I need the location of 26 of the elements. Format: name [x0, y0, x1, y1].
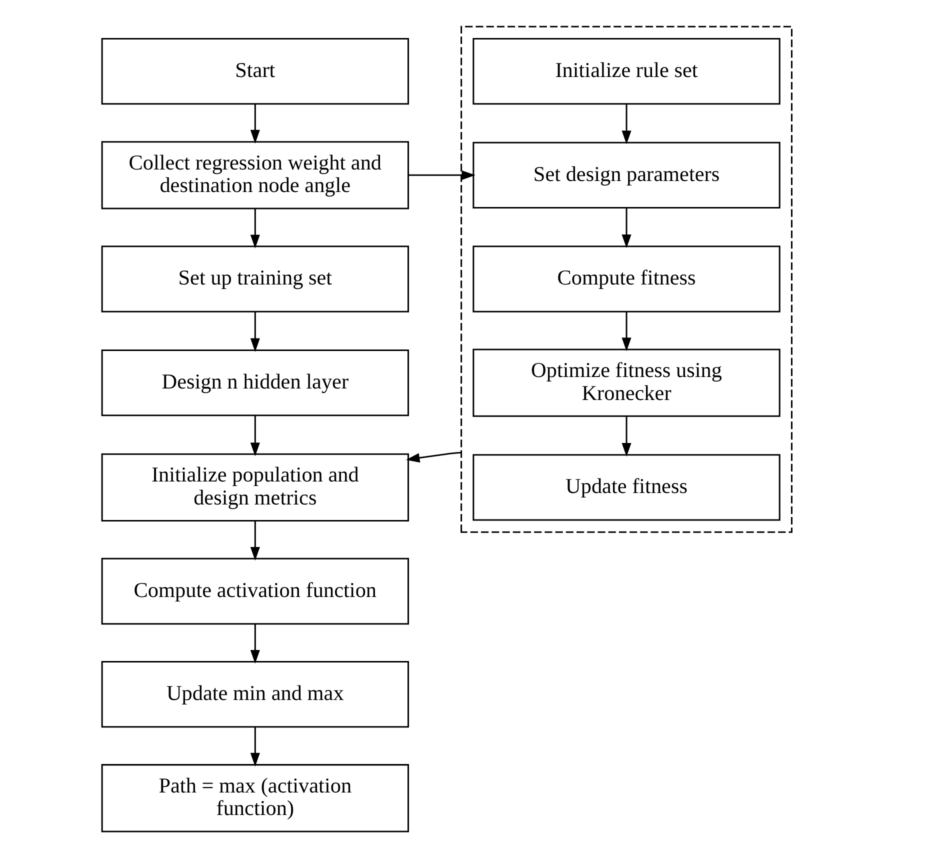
arrow: [622, 208, 632, 248]
arrow: [622, 104, 632, 144]
node-box: Set up training set: [101, 246, 409, 312]
node-box: Set design parameters: [472, 142, 780, 209]
node-box: Update fitness: [472, 454, 780, 521]
arrow: [250, 416, 260, 456]
arrow: [250, 312, 260, 352]
node-box: Compute activation function: [101, 558, 409, 625]
arrow: [622, 416, 632, 457]
node-box: Initialize population and design metrics: [101, 453, 409, 522]
arrow: [250, 104, 260, 144]
node-box: Collect regression weight and destination node angle: [101, 141, 409, 210]
node-box: Design n hidden layer: [101, 349, 409, 416]
node-box: Update min and max: [101, 660, 409, 728]
node-box: Start: [101, 38, 409, 105]
arrow: [408, 170, 476, 180]
node-box: Path = max (activation function): [101, 764, 409, 832]
arrow: [250, 208, 260, 248]
node-box: Initialize rule set: [472, 38, 780, 105]
arrow: [622, 312, 632, 352]
node-box: Optimize fitness using Kronecker: [472, 348, 780, 417]
arrow: [250, 727, 260, 767]
arrow: [250, 624, 260, 664]
arrow: [406, 452, 462, 463]
node-box: Compute fitness: [472, 246, 780, 312]
arrow: [250, 520, 260, 561]
